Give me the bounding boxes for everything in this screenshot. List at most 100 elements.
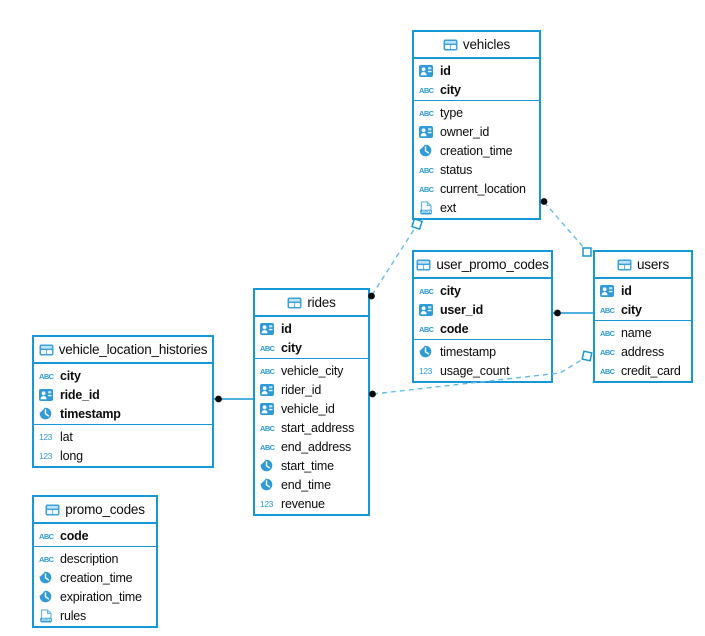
column-description: ABC description (34, 549, 156, 568)
svg-text:ABC: ABC (39, 555, 55, 564)
table-icon (287, 297, 302, 309)
column-label: city (281, 340, 302, 355)
id-icon (39, 388, 56, 402)
svg-text:ABC: ABC (260, 443, 276, 452)
table-header[interactable]: users (595, 252, 691, 279)
relationship-dot (369, 390, 376, 398)
table-icon (39, 344, 54, 356)
column-id: id (255, 319, 368, 338)
svg-text:ABC: ABC (600, 329, 616, 338)
column-current_location: ABC current_location (414, 179, 539, 198)
svg-text:JSON: JSON (41, 617, 51, 622)
timestamp-icon (39, 407, 56, 421)
svg-text:ABC: ABC (419, 109, 435, 118)
column-city: ABC city (414, 80, 539, 99)
table-header[interactable]: user_promo_codes (414, 252, 551, 279)
table-header[interactable]: vehicles (414, 32, 539, 59)
column-label: end_time (281, 477, 331, 492)
column-label: revenue (281, 496, 325, 511)
column-start_time: start_time (255, 456, 368, 475)
relationship-vehicles-users[interactable] (540, 198, 592, 257)
relationship-rides-vehicles[interactable] (368, 218, 423, 300)
timestamp-icon (419, 345, 436, 359)
relationship-dot (540, 198, 548, 205)
column-label: vehicle_id (281, 401, 335, 416)
text-icon: ABC (419, 182, 436, 196)
column-label: description (60, 551, 119, 566)
column-label: city (60, 368, 81, 383)
relationship-user_promo_codes-users[interactable] (553, 309, 593, 317)
number-icon: 123 (260, 497, 277, 511)
column-label: id (621, 283, 632, 298)
svg-text:ABC: ABC (39, 372, 55, 381)
relationship-square (582, 247, 592, 257)
svg-text:ABC: ABC (39, 532, 55, 541)
table-icon (443, 39, 458, 51)
table-header[interactable]: vehicle_location_histories (34, 337, 212, 364)
table-title: vehicles (462, 37, 511, 52)
timestamp-icon (419, 144, 436, 158)
column-label: city (440, 82, 461, 97)
id-icon (260, 322, 277, 336)
svg-text:ABC: ABC (260, 367, 276, 376)
column-label: current_location (440, 181, 526, 196)
column-label: lat (60, 429, 73, 444)
column-label: id (440, 63, 451, 78)
column-label: rider_id (281, 382, 322, 397)
svg-text:ABC: ABC (419, 86, 435, 95)
text-icon: ABC (260, 421, 277, 435)
column-label: status (440, 162, 473, 177)
primary-key-section: ABC city ride_id timestamp (34, 364, 212, 425)
text-icon: ABC (260, 440, 277, 454)
id-icon (260, 402, 277, 416)
json-icon: JSON (419, 200, 436, 215)
table-title: rides (307, 295, 336, 310)
table-vehicle_location_histories[interactable]: vehicle_location_histories ABC city ride_i… (32, 335, 214, 468)
column-label: name (621, 325, 652, 340)
column-creation_time: creation_time (34, 568, 156, 587)
relationship-dot (215, 395, 222, 403)
column-revenue: 123 revenue (255, 494, 368, 513)
relationship-vehicle_location_histories-rides[interactable] (214, 395, 253, 403)
column-type: ABC type (414, 103, 539, 122)
text-icon: ABC (39, 529, 56, 543)
text-icon: ABC (39, 552, 56, 566)
column-timestamp: timestamp (34, 404, 212, 423)
column-ride_id: ride_id (34, 385, 212, 404)
column-label: ext (440, 200, 457, 215)
svg-text:123: 123 (39, 451, 53, 461)
table-title: user_promo_codes (436, 257, 549, 272)
table-header[interactable]: rides (255, 290, 368, 317)
timestamp-icon (260, 459, 277, 473)
table-header[interactable]: promo_codes (34, 497, 156, 524)
svg-text:ABC: ABC (600, 348, 616, 357)
column-label: start_time (281, 458, 334, 473)
relationship-rides-users[interactable] (369, 350, 593, 398)
column-label: type (440, 105, 463, 120)
column-label: ride_id (60, 387, 100, 402)
text-icon: ABC (419, 106, 436, 120)
table-title: vehicle_location_histories (58, 342, 208, 357)
text-icon: ABC (260, 364, 277, 378)
